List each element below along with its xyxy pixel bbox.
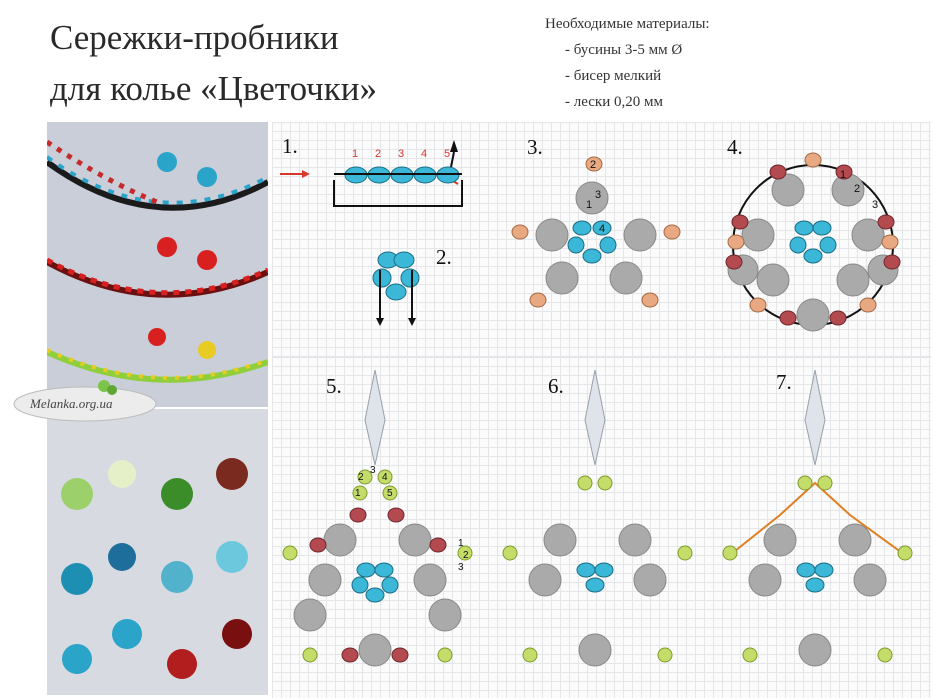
step-5-number: 5 [387,488,393,499]
step-5-number: 2 [358,472,364,483]
step-5-number: 4 [382,472,388,483]
step-7-diagram [722,369,913,667]
title-line-2: для колье «Цветочки» [50,69,377,108]
step-3-label: 3. [527,135,543,159]
step-1-label: 1. [282,134,298,158]
step-1-number: 1 [352,148,358,160]
step-5-number: 1 [355,488,361,499]
step-1-number: 3 [398,148,404,160]
step-3-number: 1 [586,199,592,211]
necklace-illustration [47,139,268,383]
materials-heading: Необходимые материалы: [545,16,710,32]
step-6-label: 6. [548,374,564,398]
step-5-diagram: 3 2 4 1 5 1 2 3 [282,369,473,667]
step-4-label: 4. [727,135,743,159]
earrings-photo [47,409,268,695]
step-4-number: 3 [872,199,878,211]
materials-list: Необходимые материалы: - бусины 3-5 мм Ø… [545,11,710,115]
earrings-illustration [61,458,252,679]
step-5-side-number: 3 [458,562,464,573]
step-4-diagram: 1 2 3 [725,152,901,332]
step-5-number: 3 [370,465,376,476]
step-5-label: 5. [326,374,342,398]
step-2-diagram [372,251,420,326]
step-5-side-number: 1 [458,538,464,549]
title-line-1: Сережки-пробники [50,18,339,57]
step-3-number: 3 [595,189,601,201]
step-1-diagram: 1 2 3 4 5 [280,140,463,207]
page-title: Сережки-пробники для колье «Цветочки» [50,12,377,114]
step-3-diagram: 1 2 3 4 [511,156,681,308]
material-item: - бисер мелкий [565,68,662,84]
step-4-number: 1 [840,169,846,181]
step-1-number: 5 [444,148,450,160]
material-item: - бусины 3-5 мм Ø [565,42,683,58]
step-5-side-number: 2 [463,550,469,561]
watermark-text: Melanka.org.ua [30,396,113,411]
material-item: - лески 0,20 мм [565,94,663,110]
step-1-number: 2 [375,148,381,160]
step-6-diagram [502,369,693,667]
step-4-number: 2 [854,183,860,195]
watermark-badge [13,380,157,422]
step-1-number: 4 [421,148,427,160]
step-3-number: 2 [590,159,596,171]
step-7-label: 7. [776,370,792,394]
necklace-photo [47,122,268,407]
step-2-label: 2. [436,245,452,269]
step-3-number: 4 [599,223,605,235]
